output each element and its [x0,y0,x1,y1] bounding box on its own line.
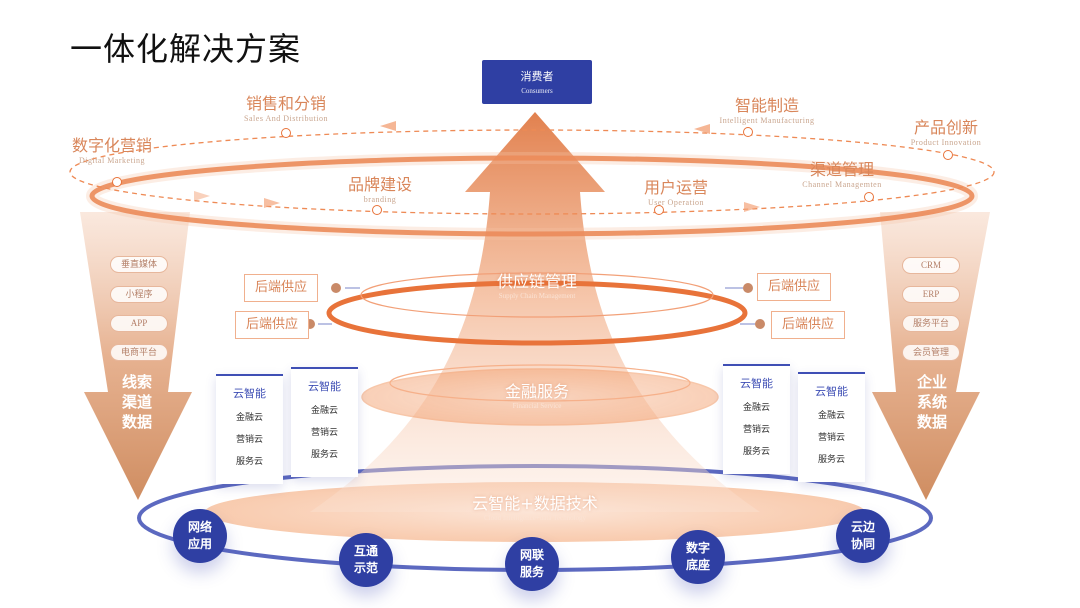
orbit-node [864,192,874,202]
pill-mini-program: 小程序 [110,286,168,303]
ring-label-financial: 金融服务 Financial Service [504,382,570,410]
label-channel-management: 渠道管理 Channel Managemten [802,160,882,189]
cloud-card: 云智能 金融云 营销云 服务云 [798,372,865,482]
orbit-node [654,205,664,215]
pill-member-management: 会员管理 [902,344,960,361]
cloud-card: 云智能 金融云 营销云 服务云 [291,367,358,477]
orbit-node [943,150,953,160]
right-arrow-label: 企业 系统 数据 [916,373,947,431]
supply-ring [326,280,748,346]
node-interconnect-demo: 互通 示范 [339,533,393,587]
left-arrow-label: 线索 渠道 数据 [121,373,152,431]
cloud-card: 云智能 金融云 营销云 服务云 [723,364,790,474]
node-connected-service: 网联 服务 [505,537,559,591]
page-title: 一体化解决方案 [70,30,302,68]
orbit-node [372,205,382,215]
supply-box-right-2: 后端供应 [771,311,845,339]
node-cloud-edge: 云边 协同 [836,509,890,563]
top-ring [89,155,975,237]
pill-app: APP [110,315,168,332]
pill-ecommerce: 电商平台 [110,344,168,361]
node-network-application: 网络 应用 [173,509,227,563]
pill-service-platform: 服务平台 [902,315,960,332]
ring-label-cloud-data: 云智能+数据技术 Cloud Intelligence+data Technol… [472,494,598,522]
pill-vertical-media: 垂直媒体 [110,256,168,273]
supply-box-left-2: 后端供应 [235,311,309,339]
label-branding: 品牌建设 branding [347,175,413,204]
pill-crm: CRM [902,257,960,274]
orbit-node [281,128,291,138]
financial-ring [361,368,719,426]
consumer-label-en: Consumers [521,87,553,95]
supply-box-left-1: 后端供应 [244,274,318,302]
label-user-operation: 用户运营 User Operation [643,178,709,207]
consumer-box: 消费者 Consumers [482,60,592,104]
orbit-node [112,177,122,187]
label-digital-marketing: 数字化营销 Digital Marketing [71,136,153,165]
pill-erp: ERP [902,286,960,303]
supply-box-right-1: 后端供应 [757,273,831,301]
node-digital-base: 数字 底座 [671,530,725,584]
label-product-innovation: 产品创新 Product Innovation [910,118,982,147]
cloud-card: 云智能 金融云 营销云 服务云 [216,374,283,484]
label-sales-distribution: 销售和分销 Sales And Distribution [244,94,328,123]
dashed-orbit [69,129,995,215]
consumer-label: 消费者 [520,70,554,83]
label-intelligent-manufacturing: 智能制造 Intelligent Manufacturing [719,96,815,125]
ring-label-supply-chain: 供应链管理 Supply Chain Management [496,272,578,300]
orbit-node [743,127,753,137]
